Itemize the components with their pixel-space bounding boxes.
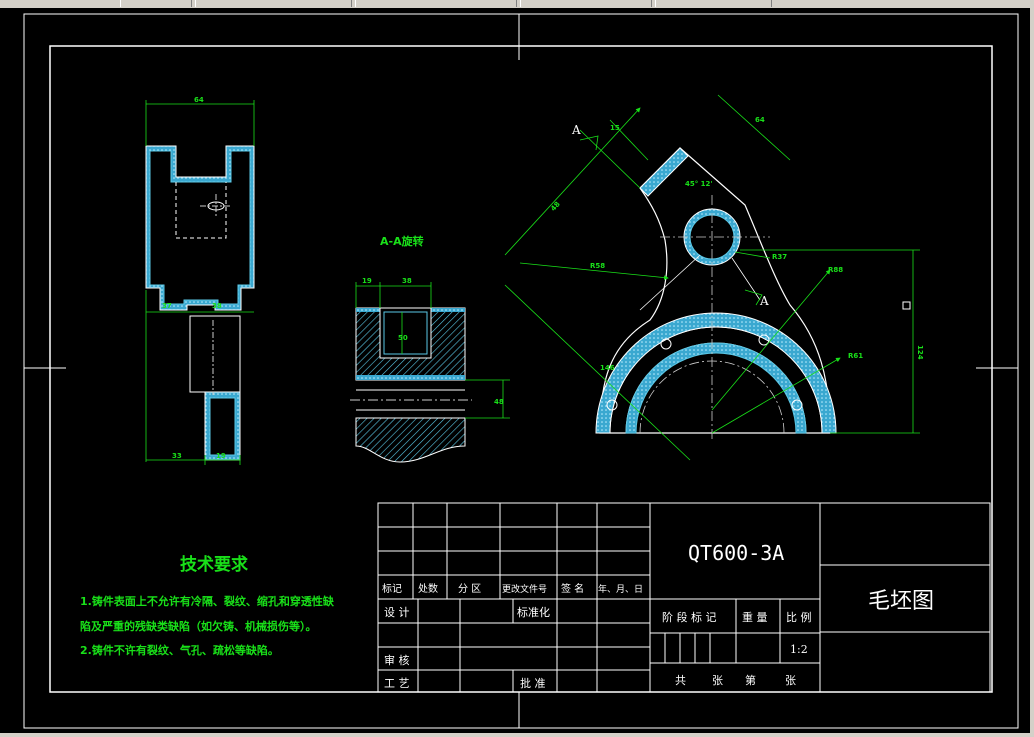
svg-text:50: 50: [398, 334, 408, 342]
label-scale: 比 例: [786, 610, 812, 624]
tech-title: 技术要求: [180, 554, 248, 575]
section-mark-a: A: [571, 123, 581, 137]
front-view: 64 37 38 33 19: [145, 96, 255, 465]
svg-text:64: 64: [194, 96, 204, 104]
col-header: 分 区: [458, 583, 481, 595]
svg-text:48: 48: [549, 200, 562, 213]
svg-text:37: 37: [162, 302, 172, 310]
label-weight: 重 量: [742, 610, 768, 624]
scale-value: 1:2: [790, 643, 808, 656]
svg-text:19: 19: [362, 277, 372, 285]
col-header: 年、月、日: [598, 583, 643, 595]
toolbar-segment[interactable]: [655, 0, 772, 7]
svg-text:R58: R58: [590, 262, 605, 270]
title-block: [377, 502, 991, 693]
toolbar-segment[interactable]: [195, 0, 352, 7]
svg-text:R88: R88: [828, 266, 843, 274]
label-stage-mark: 阶 段 标 记: [662, 610, 717, 624]
toolbar-segment[interactable]: [520, 0, 652, 7]
side-view: 48 15 64 45° 12' R58 R37 R88 R61 146 124…: [504, 94, 924, 461]
svg-text:124: 124: [916, 345, 924, 360]
svg-text:45° 12': 45° 12': [685, 180, 713, 188]
col-header: 更改文件号: [502, 583, 547, 595]
tech-line: 1.铸件表面上不允许有冷隔、裂纹、缩孔和穿透性缺: [80, 594, 335, 608]
sheet-label: 共: [675, 674, 686, 687]
col-header: 签 名: [561, 582, 584, 595]
window-scrollbar-edge[interactable]: [1030, 8, 1034, 737]
label-standard: 标准化: [517, 605, 550, 619]
tech-line: 2.铸件不许有裂纹、气孔、疏松等缺陷。: [80, 643, 279, 657]
label-review: 审 核: [384, 653, 410, 667]
window-bottom-edge: [0, 733, 1034, 737]
svg-text:38: 38: [212, 302, 222, 310]
label-approve: 批 准: [520, 676, 546, 690]
title-block-text: 标记 处数 分 区 更改文件号 签 名 年、月、日 设 计 标准化 审 核 工 …: [382, 541, 934, 690]
svg-text:146: 146: [600, 364, 615, 372]
svg-text:R37: R37: [772, 253, 787, 261]
label-process: 工 艺: [384, 677, 410, 690]
section-label: A-A旋转: [380, 234, 424, 248]
svg-text:15: 15: [610, 124, 620, 132]
label-design: 设 计: [384, 606, 410, 619]
sheet-label: 第: [745, 673, 756, 687]
svg-text:38: 38: [402, 277, 412, 285]
drawing-name: 毛坯图: [868, 589, 934, 614]
sheet-label: 张: [785, 674, 796, 687]
section-view-aa: A-A旋转 19 38 50 48: [350, 234, 510, 463]
svg-text:33: 33: [172, 452, 182, 460]
sheet-label: 张: [712, 674, 723, 687]
svg-text:48: 48: [494, 398, 504, 406]
col-header: 标记: [382, 583, 402, 595]
tech-line: 陷及严重的残缺类缺陷（如欠铸、机械损伤等）。: [80, 619, 317, 633]
toolbar-segment[interactable]: [120, 0, 192, 7]
window-toolbar-strip: [0, 0, 1034, 8]
svg-text:64: 64: [755, 116, 765, 124]
svg-text:19: 19: [216, 452, 226, 460]
section-mark-a: A: [759, 294, 769, 308]
svg-text:R61: R61: [848, 352, 863, 360]
col-header: 处数: [418, 582, 438, 595]
material-code: QT600-3A: [688, 541, 784, 565]
technical-requirements: 技术要求 1.铸件表面上不允许有冷隔、裂纹、缩孔和穿透性缺 陷及严重的残缺类缺陷…: [80, 554, 335, 657]
toolbar-segment[interactable]: [355, 0, 517, 7]
